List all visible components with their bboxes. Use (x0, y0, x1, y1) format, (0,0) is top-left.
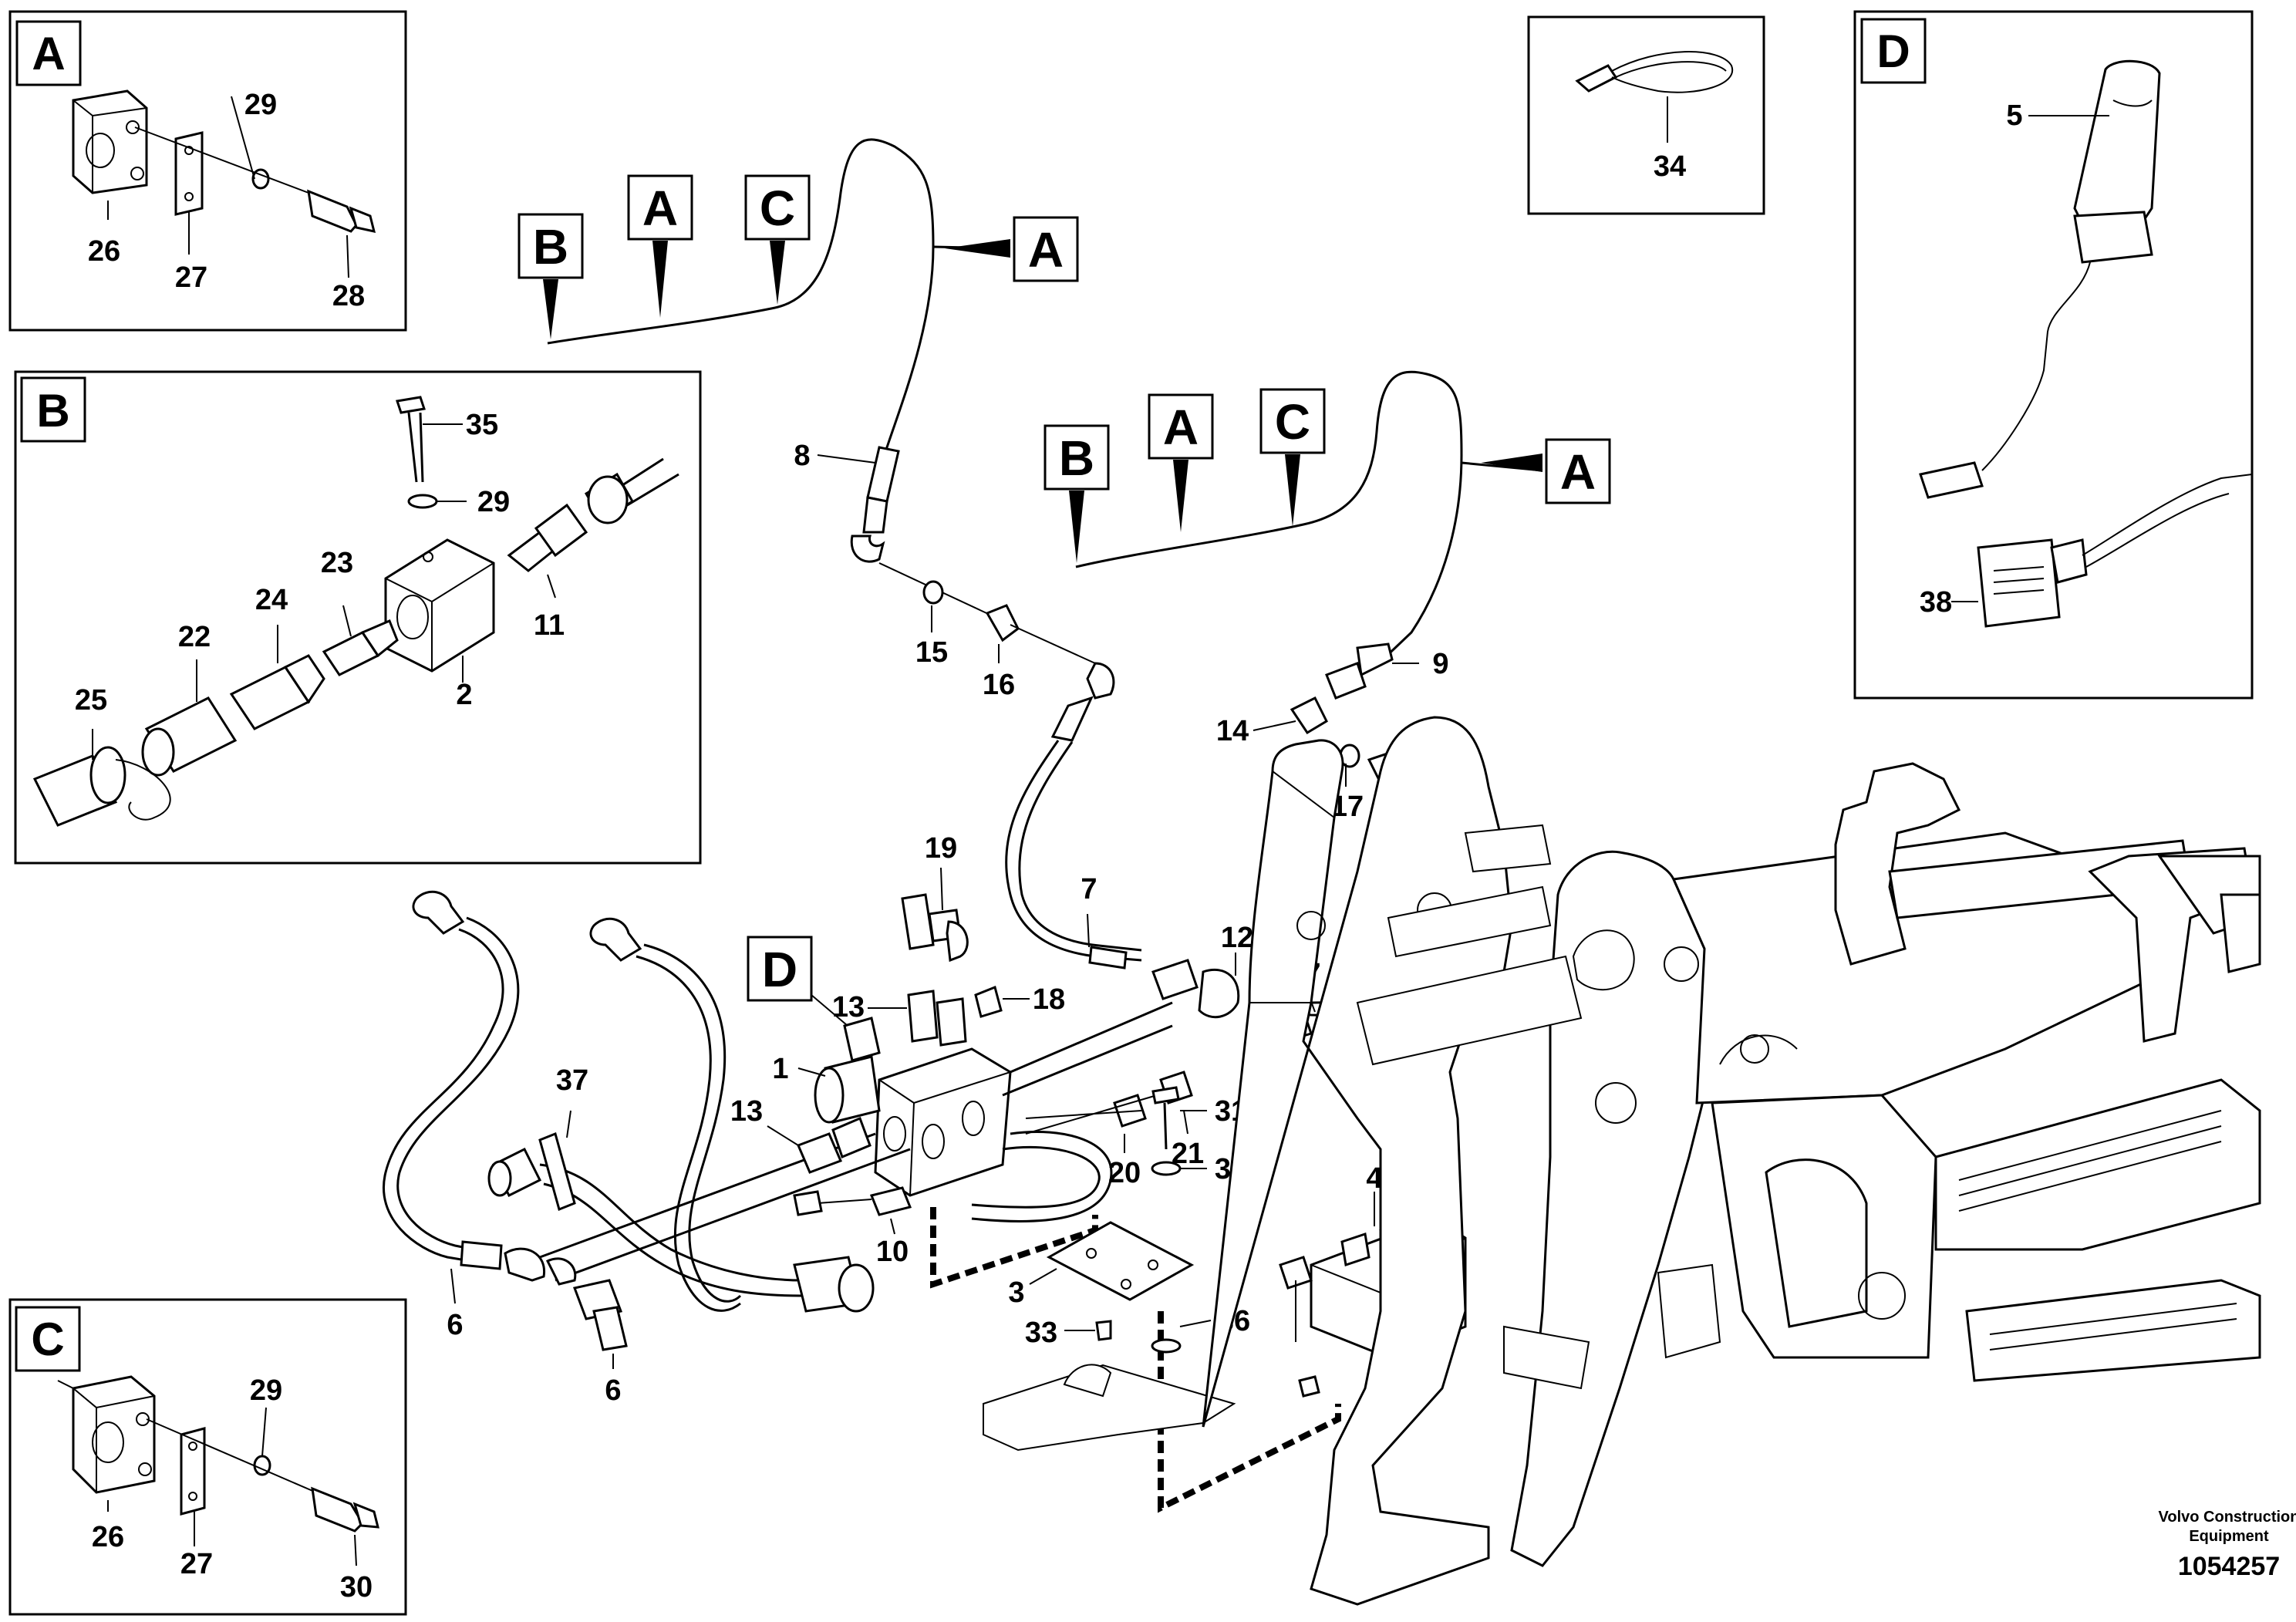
svg-text:7: 7 (1081, 873, 1097, 905)
svg-text:2: 2 (456, 679, 472, 711)
svg-text:9: 9 (1432, 648, 1448, 680)
svg-text:29: 29 (244, 89, 277, 121)
svg-text:4: 4 (1366, 1162, 1382, 1195)
washer (251, 168, 270, 190)
svg-text:18: 18 (1033, 983, 1065, 1016)
svg-text:22: 22 (178, 621, 211, 653)
svg-text:34: 34 (1654, 150, 1686, 183)
svg-text:25: 25 (75, 684, 107, 717)
svg-text:C: C (760, 180, 795, 236)
svg-text:20: 20 (1108, 1157, 1141, 1189)
svg-text:A: A (642, 180, 678, 236)
svg-text:B: B (1059, 430, 1094, 486)
svg-text:A: A (1028, 222, 1064, 278)
detail-a-letter: A (32, 28, 65, 79)
svg-text:16: 16 (983, 669, 1015, 701)
clamp-plate (174, 131, 204, 216)
svg-text:13: 13 (832, 991, 865, 1023)
svg-text:8: 8 (794, 440, 810, 472)
svg-text:14: 14 (1216, 715, 1249, 747)
svg-text:A: A (1163, 400, 1199, 455)
svg-text:C: C (1275, 394, 1310, 450)
svg-text:10: 10 (876, 1236, 909, 1268)
svg-text:27: 27 (175, 261, 207, 294)
detail-b-panel: B 35 (14, 370, 702, 865)
svg-text:12: 12 (1221, 922, 1253, 954)
svg-text:6: 6 (447, 1309, 463, 1341)
svg-text:19: 19 (925, 832, 957, 865)
loader-frame (983, 716, 2261, 1606)
svg-text:37: 37 (556, 1064, 588, 1097)
route-lower: B A C A (1043, 370, 1611, 663)
figure-id: 1054257 (2178, 1552, 2280, 1581)
svg-text:A: A (1560, 444, 1596, 500)
svg-text:30: 30 (340, 1571, 373, 1603)
clamp-block (72, 89, 148, 194)
svg-text:29: 29 (250, 1374, 282, 1407)
detail-c-panel: C 29 26 27 30 (8, 1298, 407, 1616)
svg-text:26: 26 (92, 1521, 124, 1553)
svg-text:1: 1 (772, 1053, 788, 1085)
left-hoses: 37 6 6 (383, 890, 875, 1407)
svg-text:6: 6 (605, 1374, 621, 1407)
detail-34-panel: 34 (1527, 15, 1765, 215)
svg-text:29: 29 (477, 486, 510, 518)
svg-text:D: D (762, 942, 797, 997)
svg-text:Equipment: Equipment (2189, 1528, 2269, 1545)
svg-text:33: 33 (1025, 1317, 1057, 1349)
svg-text:27: 27 (180, 1548, 213, 1580)
detail-b-letter: B (36, 385, 69, 437)
detail-c-letter: C (31, 1313, 64, 1365)
svg-text:24: 24 (255, 584, 288, 616)
svg-text:5: 5 (2006, 99, 2022, 132)
bracket-parts: 31 32 3 33 36 (1008, 1086, 1250, 1354)
detail-a-panel: A 29 26 27 28 (8, 10, 407, 332)
svg-text:26: 26 (88, 235, 120, 268)
svg-text:B: B (533, 219, 568, 275)
svg-text:13: 13 (730, 1095, 763, 1128)
svg-text:23: 23 (321, 547, 353, 579)
svg-text:3: 3 (1008, 1276, 1024, 1309)
detail-d-letter: D (1876, 25, 1910, 77)
figure-credit: Volvo Construction Equipment 1054257 (2159, 1509, 2296, 1581)
bolt (307, 189, 358, 233)
svg-text:35: 35 (466, 409, 498, 441)
svg-text:Volvo Construction: Volvo Construction (2159, 1509, 2296, 1526)
route-upper: B A C A (518, 138, 1079, 471)
svg-text:15: 15 (915, 636, 948, 669)
detail-d-panel: D 5 38 (1853, 10, 2254, 700)
svg-text:11: 11 (534, 609, 565, 642)
hose-8: 8 15 16 7 (794, 440, 1142, 969)
svg-text:28: 28 (332, 280, 365, 312)
svg-text:38: 38 (1920, 586, 1952, 619)
